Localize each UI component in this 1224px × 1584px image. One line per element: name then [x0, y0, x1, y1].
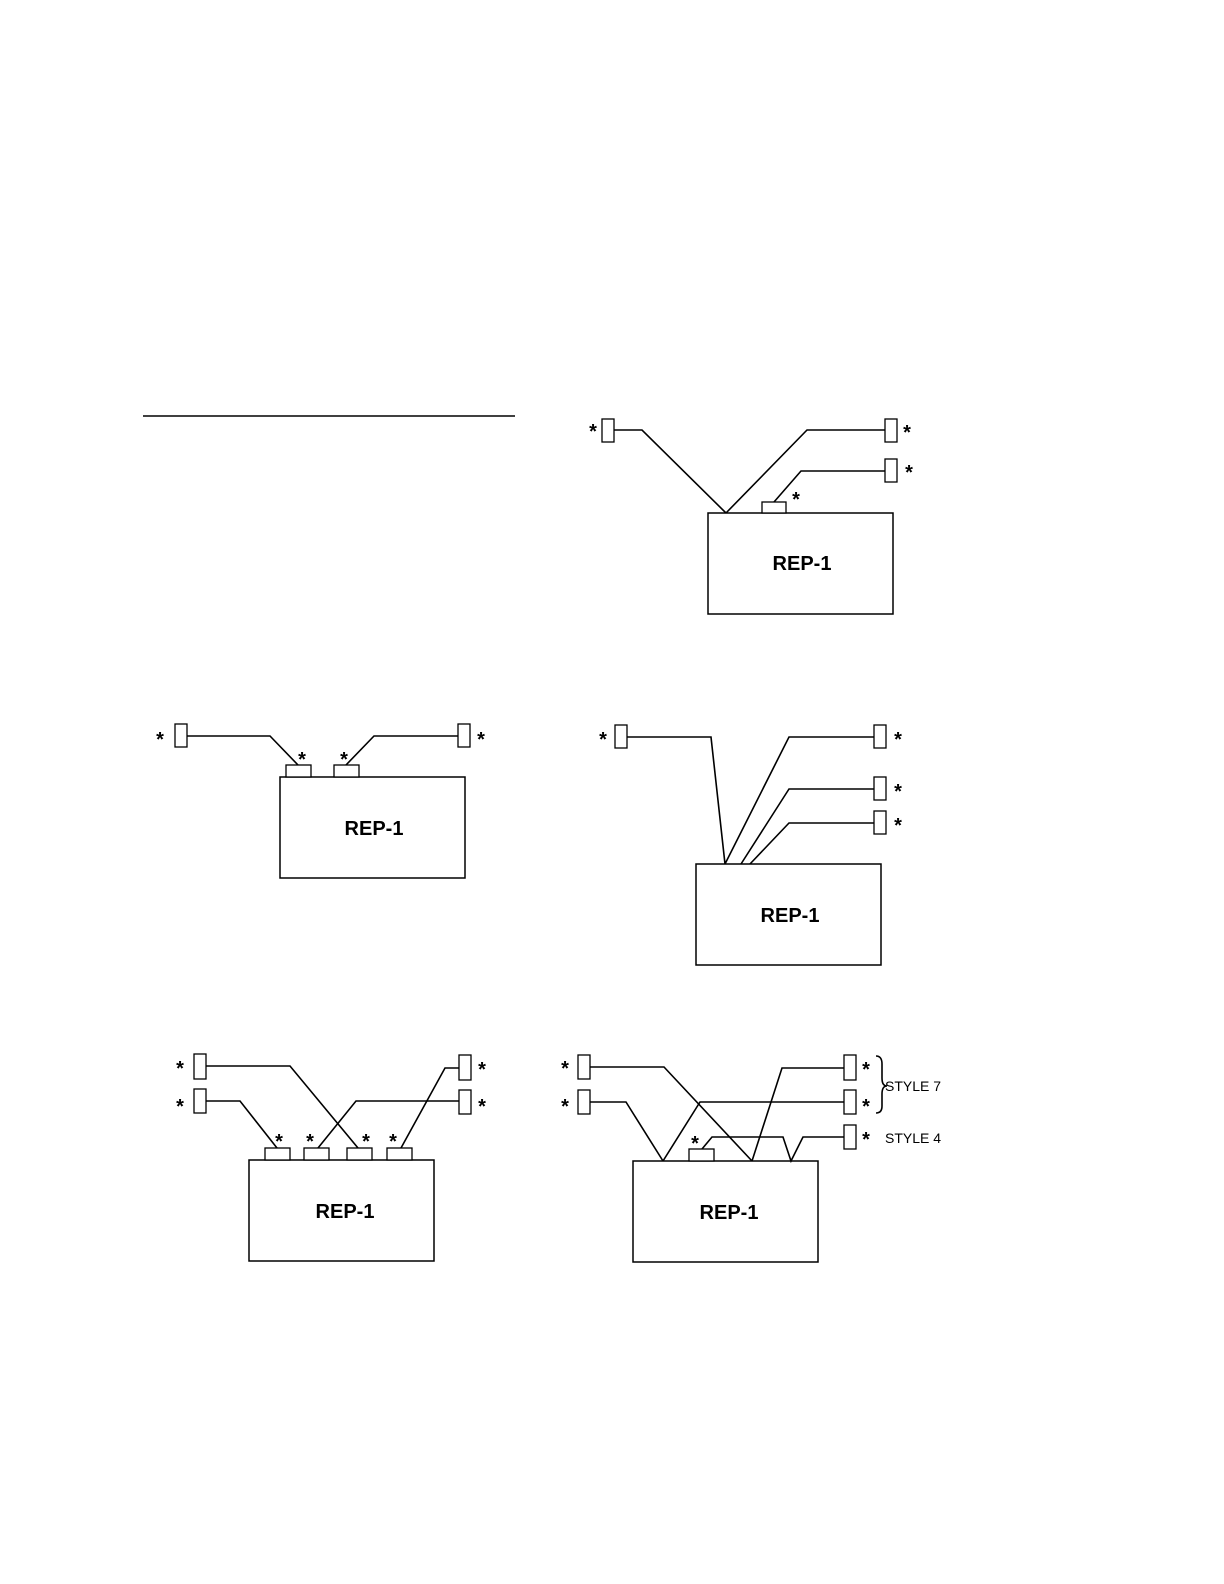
- terminal: [874, 811, 886, 834]
- terminal-marker: *: [561, 1058, 569, 1080]
- wire: [590, 1102, 663, 1161]
- terminal-marker: *: [862, 1059, 870, 1081]
- terminal: [615, 725, 627, 748]
- tab-marker: *: [298, 749, 306, 771]
- terminal: [885, 459, 897, 482]
- diagram-4: REP-1 * * * * * * * *: [176, 1054, 486, 1261]
- terminal: [459, 1055, 471, 1080]
- terminal-marker: *: [905, 462, 913, 484]
- wire: [346, 736, 458, 765]
- wire: [187, 736, 298, 765]
- wire: [774, 471, 885, 502]
- rep-module-label: REP-1: [316, 1201, 375, 1223]
- terminal-marker: *: [477, 729, 485, 751]
- wire: [725, 737, 874, 864]
- terminal: [458, 724, 470, 747]
- terminal-marker: *: [894, 729, 902, 751]
- terminal: [194, 1054, 206, 1079]
- terminal: [602, 419, 614, 442]
- terminal: [459, 1090, 471, 1114]
- terminal-marker: *: [599, 729, 607, 751]
- terminal: [874, 777, 886, 800]
- tab-marker: *: [389, 1131, 397, 1153]
- terminal: [844, 1055, 856, 1080]
- terminal: [844, 1125, 856, 1149]
- terminal-marker: *: [156, 729, 164, 751]
- terminal: [578, 1090, 590, 1114]
- terminal: [874, 725, 886, 748]
- terminal: [175, 724, 187, 747]
- terminal-marker: *: [176, 1058, 184, 1080]
- tab-marker: *: [792, 489, 800, 511]
- terminal-marker: *: [862, 1096, 870, 1118]
- wire: [750, 823, 874, 864]
- rep-module-label: REP-1: [773, 553, 832, 575]
- terminal: [194, 1089, 206, 1113]
- style-label: STYLE 7: [885, 1078, 941, 1094]
- wire: [614, 430, 726, 513]
- rep-module-label: REP-1: [700, 1202, 759, 1224]
- rep-module-label: REP-1: [345, 818, 404, 840]
- wire: [206, 1101, 277, 1148]
- wire: [627, 737, 725, 864]
- terminal-marker: *: [176, 1096, 184, 1118]
- terminal-marker: *: [589, 421, 597, 443]
- terminal: [844, 1090, 856, 1114]
- terminal-marker: *: [862, 1129, 870, 1151]
- wire: [401, 1068, 459, 1148]
- terminal: [885, 419, 897, 442]
- tab-marker: *: [306, 1131, 314, 1153]
- diagram-1: REP-1 * * * *: [589, 419, 913, 614]
- tab-marker: *: [362, 1131, 370, 1153]
- rep-module-label: REP-1: [761, 905, 820, 927]
- style-label: STYLE 4: [885, 1130, 941, 1146]
- wire: [702, 1137, 844, 1161]
- tab-marker: *: [275, 1131, 283, 1153]
- terminal-marker: *: [894, 815, 902, 837]
- connector-tab: [762, 502, 786, 513]
- terminal-marker: *: [894, 781, 902, 803]
- diagram-5: REP-1 * * * * * * STYLE 7 STYLE 4: [561, 1055, 941, 1262]
- tab-marker: *: [340, 749, 348, 771]
- diagram-3: REP-1 * * * *: [599, 725, 902, 965]
- diagram-2: REP-1 * * * *: [156, 724, 485, 878]
- terminal-marker: *: [561, 1096, 569, 1118]
- terminal-marker: *: [903, 422, 911, 444]
- terminal-marker: *: [478, 1096, 486, 1118]
- tab-marker: *: [691, 1133, 699, 1155]
- terminal-marker: *: [478, 1059, 486, 1081]
- terminal: [578, 1055, 590, 1079]
